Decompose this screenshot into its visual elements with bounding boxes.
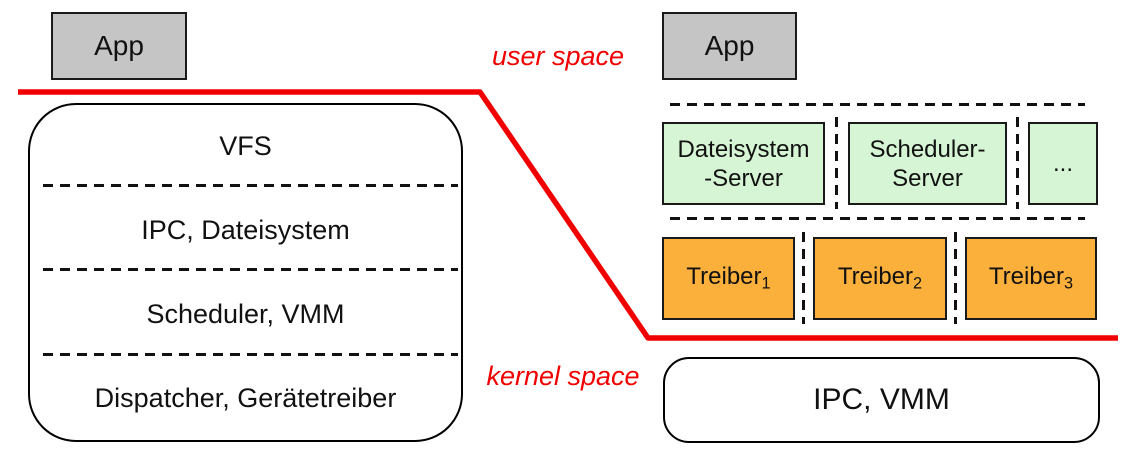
monolithic-kernel-box: VFS IPC, Dateisystem Scheduler, VMM Disp… [28, 103, 463, 442]
driver-subscript: 1 [761, 274, 771, 293]
layer-separator-dashed [43, 184, 458, 187]
treiber-2-box: Treiber2 [813, 237, 947, 320]
left-app-box: App [51, 12, 187, 80]
server-label-line1: Scheduler- [869, 135, 986, 163]
right-app-box: App [662, 12, 797, 80]
kernel-layer-ipc-dateisystem: IPC, Dateisystem [141, 215, 350, 246]
server-label-line1: ... [1052, 150, 1073, 177]
kernel-layer-dispatcher-geraetetreiber: Dispatcher, Gerätetreiber [94, 382, 397, 413]
kernel-space-label: kernel space [486, 361, 640, 391]
dateisystem-server-box: Dateisystem -Server [662, 122, 825, 205]
server-separator-dashed [835, 117, 838, 209]
more-servers-box: ... [1028, 122, 1098, 205]
right-app-label: App [704, 30, 755, 61]
server-label-line1: Dateisystem [677, 135, 810, 163]
driver-subscript: 2 [913, 274, 923, 293]
server-label-line2: Server [892, 164, 963, 192]
scheduler-server-box: Scheduler- Server [848, 122, 1007, 205]
left-app-label: App [94, 30, 144, 61]
driver-label: Treiber1 [686, 263, 771, 293]
kernel-layer-scheduler-vmm: Scheduler, VMM [146, 298, 345, 329]
layer-separator-dashed [43, 353, 458, 356]
treiber-1-box: Treiber1 [662, 237, 795, 320]
driver-label: Treiber3 [988, 263, 1074, 293]
server-separator-dashed [1016, 117, 1019, 209]
driver-separator-dashed [802, 232, 805, 324]
server-label-line2: -Server [704, 164, 783, 192]
driver-label: Treiber2 [837, 263, 923, 293]
user-space-label: user space [491, 41, 625, 71]
treiber-3-box: Treiber3 [965, 237, 1097, 320]
microkernel-ipc-vmm-box: IPC, VMM [663, 357, 1100, 443]
microkernel-label: IPC, VMM [813, 383, 950, 416]
app-server-separator-dashed [670, 103, 1085, 106]
server-driver-separator-dashed [670, 217, 1085, 220]
layer-separator-dashed [43, 268, 458, 271]
kernel-layer-vfs: VFS [219, 131, 272, 162]
driver-separator-dashed [954, 232, 957, 324]
driver-subscript: 3 [1064, 274, 1074, 293]
